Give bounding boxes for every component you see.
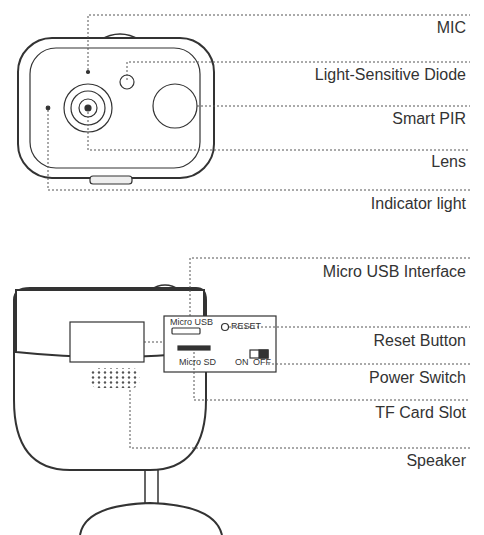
part-label: Power Switch	[369, 370, 466, 386]
part-label: Light-Sensitive Diode	[315, 67, 466, 83]
port-marking: Micro SD	[179, 358, 216, 367]
part-label: Speaker	[406, 453, 466, 469]
port-marking: Micro USB	[170, 318, 213, 327]
part-label: MIC	[437, 20, 466, 36]
port-marking: OFF	[253, 358, 271, 367]
part-label: Micro USB Interface	[323, 264, 466, 280]
part-label: Smart PIR	[392, 111, 466, 127]
part-label: Reset Button	[374, 333, 467, 349]
port-marking: RESET	[231, 322, 261, 331]
part-label: TF Card Slot	[375, 405, 466, 421]
part-label: Lens	[431, 154, 466, 170]
part-label: Indicator light	[371, 196, 466, 212]
port-marking: ON	[235, 358, 249, 367]
